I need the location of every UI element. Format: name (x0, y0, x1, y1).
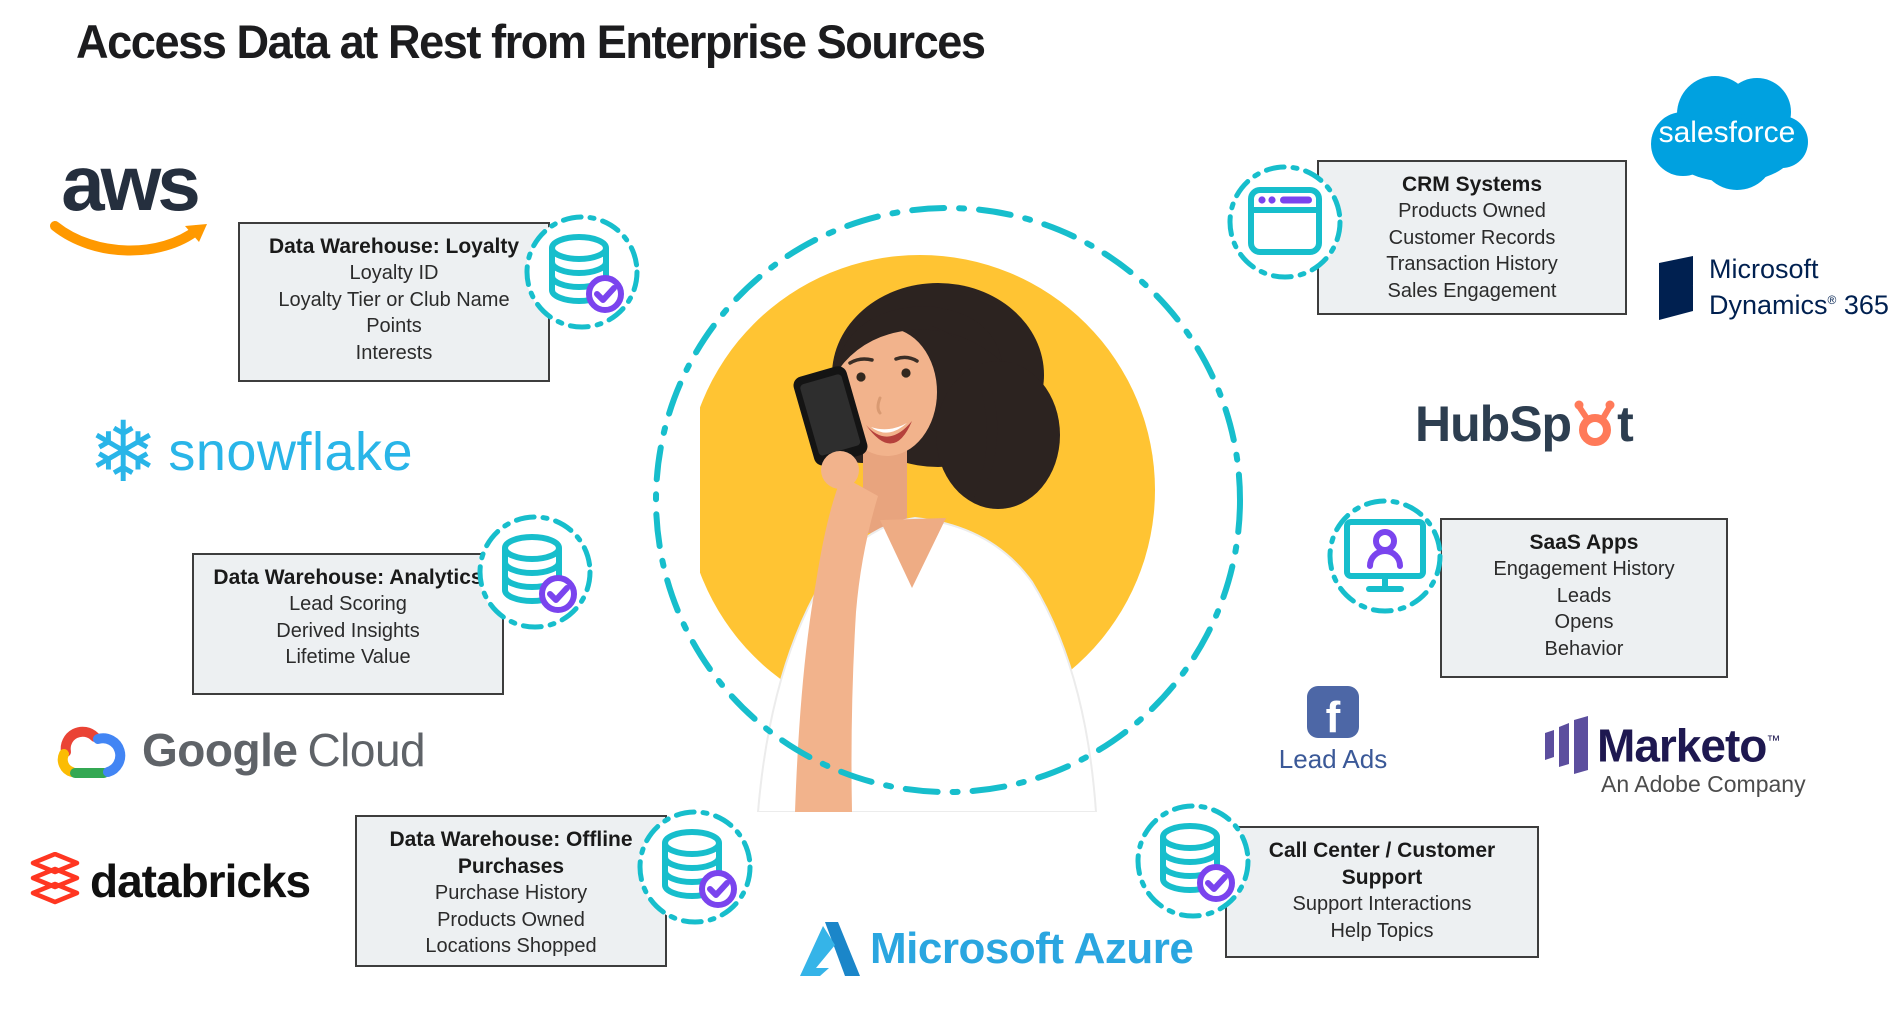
crm-box-title: CRM Systems (1401, 173, 1543, 196)
dashed-circle-frame (653, 205, 1243, 795)
loyalty-box-title: Data Warehouse: Loyalty (268, 235, 520, 258)
call-center-box: Call Center / Customer Support Support I… (1225, 826, 1539, 958)
hubspot-sprocket-icon (1574, 400, 1615, 446)
dynamics365-wordmark: Microsoft Dynamics® 365 (1709, 254, 1889, 320)
crm-item: Customer Records (1388, 226, 1556, 249)
azure-wordmark: Microsoft Azure (870, 924, 1194, 973)
salesforce-cloud-icon: salesforce (1651, 76, 1808, 190)
databricks-icon (30, 852, 80, 905)
hubspot-wordmark-post: t (1617, 396, 1634, 452)
marketo-wordmark: Marketo™ (1597, 719, 1780, 772)
lead-ads-caption: Lead Ads (1278, 744, 1388, 774)
crm-item: Products Owned (1398, 200, 1546, 222)
saas-item: Behavior (1544, 637, 1624, 660)
offline-purchases-box: Data Warehouse: Offline Purchases Purcha… (355, 815, 667, 967)
saas-box-title: SaaS Apps (1529, 531, 1639, 554)
facebook-lead-ads-logo: f Lead Ads (1272, 686, 1394, 775)
analytics-item: Derived Insights (276, 619, 420, 642)
snowflake-logo: ❄ snowflake (88, 405, 414, 499)
saas-item: Engagement History (1493, 558, 1675, 580)
databricks-logo: databricks (30, 852, 311, 910)
aws-smile-icon (50, 221, 207, 256)
google-cloud-icon (57, 726, 126, 778)
loyalty-item: Loyalty Tier or Club Name (278, 288, 510, 311)
saas-item: Leads (1556, 584, 1612, 607)
analytics-item: Lead Scoring (289, 593, 407, 615)
salesforce-logo: salesforce (1637, 64, 1809, 196)
aws-wordmark: aws (61, 139, 200, 227)
marketo-subtext: An Adobe Company (1601, 771, 1806, 798)
crm-item: Sales Engagement (1387, 279, 1557, 302)
azure-logo: Microsoft Azure (800, 922, 1194, 976)
browser-window-icon (1227, 164, 1343, 280)
svg-text:salesforce: salesforce (1659, 116, 1796, 149)
snowflake-wordmark: snowflake (168, 422, 414, 482)
hubspot-wordmark-pre: HubSp (1415, 396, 1572, 452)
loyalty-box: Data Warehouse: Loyalty Loyalty ID Loyal… (238, 222, 550, 382)
marketo-icon (1545, 716, 1588, 774)
analytics-item: Lifetime Value (285, 646, 411, 668)
loyalty-item: Loyalty ID (349, 262, 439, 284)
offline-item: Locations Shopped (425, 935, 597, 957)
call-center-box-title: Call Center / Customer Support (1268, 839, 1496, 889)
database-check-icon (1135, 803, 1251, 919)
database-check-icon (524, 214, 640, 330)
database-check-icon (637, 809, 753, 925)
dynamics365-logo: Microsoft Dynamics® 365 (1655, 254, 1889, 321)
call-center-item: Help Topics (1330, 919, 1434, 942)
saas-apps-box: SaaS Apps Engagement History Leads Opens… (1440, 518, 1728, 678)
page-title: Access Data at Rest from Enterprise Sour… (76, 15, 986, 68)
monitor-user-icon (1327, 498, 1443, 614)
loyalty-item: Interests (355, 341, 433, 364)
azure-icon (800, 922, 860, 976)
saas-item: Opens (1554, 611, 1614, 633)
crm-item: Transaction History (1386, 253, 1558, 275)
database-check-icon (477, 514, 593, 630)
offline-item: Products Owned (437, 908, 585, 931)
hubspot-logo: HubSp t (1415, 396, 1634, 452)
snowflake-icon: ❄ (88, 405, 159, 499)
facebook-icon: f (1307, 686, 1359, 738)
databricks-wordmark: databricks (90, 855, 311, 907)
analytics-box-title: Data Warehouse: Analytics (213, 566, 483, 589)
loyalty-item: Points (366, 315, 422, 337)
crm-systems-box: CRM Systems Products Owned Customer Reco… (1317, 160, 1627, 315)
marketo-logo: Marketo™ An Adobe Company (1545, 716, 1806, 798)
customer-photo (685, 250, 1200, 813)
analytics-box: Data Warehouse: Analytics Lead Scoring D… (192, 553, 504, 695)
customer-illustration (685, 255, 1155, 813)
dynamics365-icon (1659, 255, 1693, 320)
offline-box-title: Data Warehouse: Offline Purchases (389, 828, 633, 878)
offline-item: Purchase History (434, 882, 588, 904)
call-center-item: Support Interactions (1292, 893, 1472, 915)
aws-logo: aws (48, 139, 210, 262)
